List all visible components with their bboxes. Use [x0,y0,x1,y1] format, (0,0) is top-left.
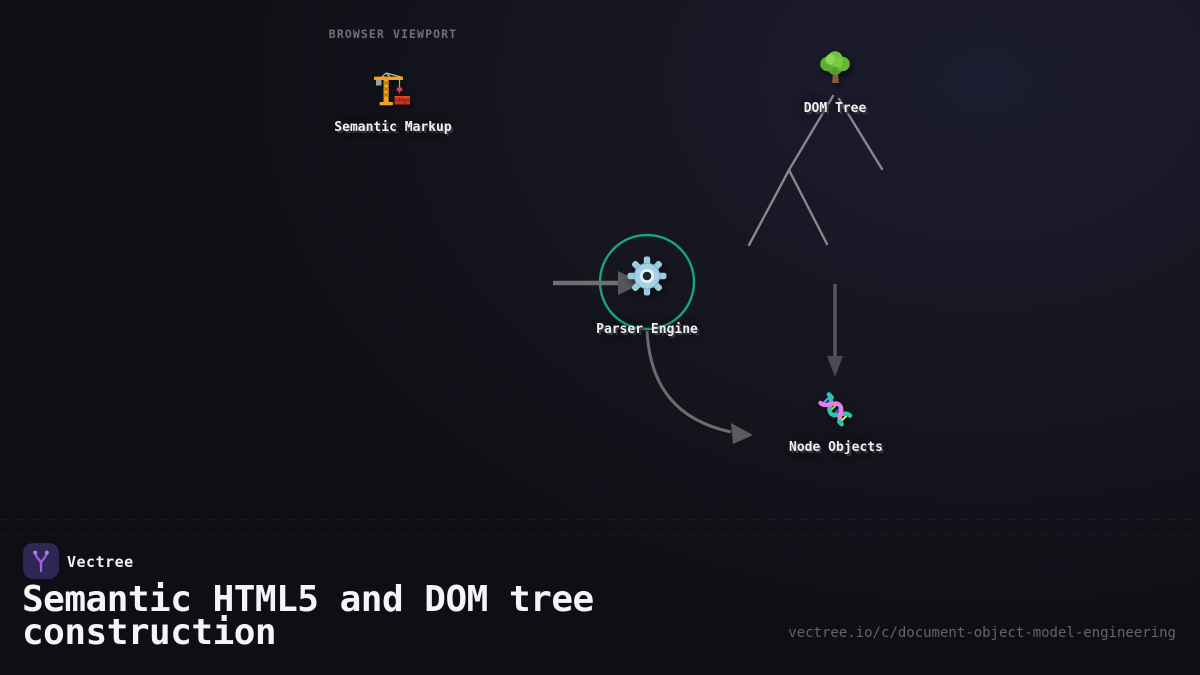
node-node-objects: Node Objects [756,390,916,455]
node-label: Node Objects [789,440,883,455]
gear-icon [627,256,667,296]
domtree-to-nodeobjects-arrow [827,284,843,377]
dna-icon [818,392,853,427]
vectree-logo [23,543,59,579]
brand-name: Vectree [67,553,134,571]
tree-icon [820,51,850,83]
crane-icon [374,72,410,106]
markup-to-parser-arrow [553,271,643,295]
texture-line [0,519,1200,520]
node-dom-tree: DOM Tree [755,49,915,116]
node-parser-engine: Parser Engine [567,256,727,337]
branch-icon [33,550,49,573]
node-semantic-markup: Semantic Markup [313,71,473,135]
node-label: DOM Tree [803,101,867,116]
page-title: Semantic HTML5 and DOM tree construction [22,579,594,653]
footer-url: vectree.io/c/document-object-model-engin… [788,625,1176,641]
node-label: Parser Engine [596,322,698,337]
browser-viewport-label: BROWSER VIEWPORT [328,27,458,41]
node-label: Semantic Markup [334,120,452,135]
texture-line [0,534,1200,535]
dom-tree-branch-lines [747,94,884,247]
parser-to-nodeobjects-arrow [645,330,753,444]
